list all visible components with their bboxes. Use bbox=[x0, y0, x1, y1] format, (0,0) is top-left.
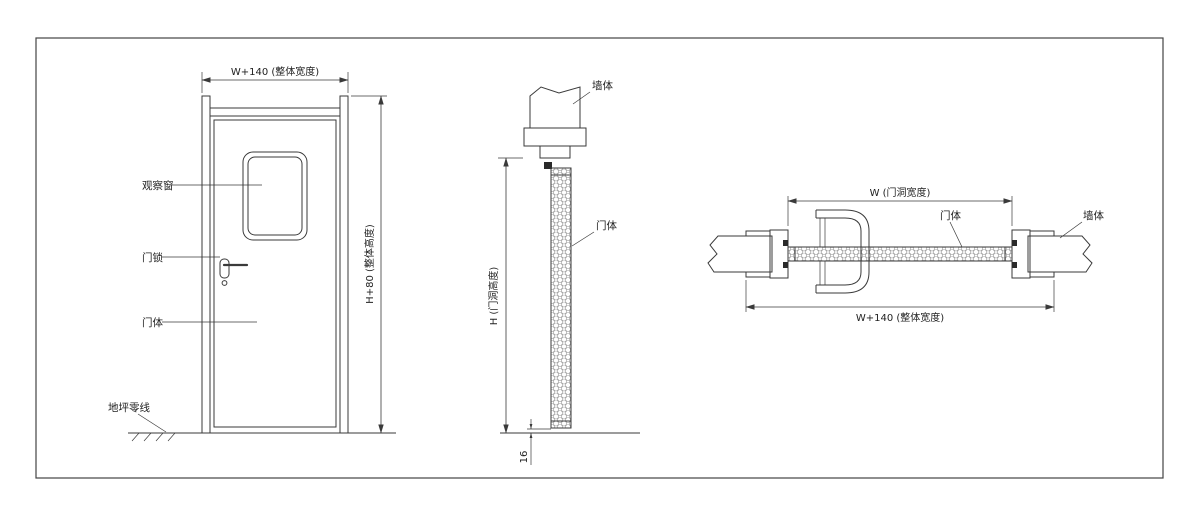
label-wall-section: 墙体 bbox=[592, 79, 613, 92]
dim-label-opening-height: H (门洞高度) bbox=[487, 267, 500, 326]
horizontal-section-view: 门体 墙体 W (门洞宽度) W+140 (整体宽度) bbox=[707, 186, 1105, 324]
door-panel-section bbox=[550, 167, 572, 429]
label-door-body-section: 门体 bbox=[596, 219, 617, 232]
door-panel-plan bbox=[787, 246, 1013, 262]
callout-door-body: 门体 bbox=[142, 316, 257, 329]
frame-head-section bbox=[523, 127, 587, 169]
label-door-body-plan: 门体 bbox=[940, 209, 961, 222]
dim-label-opening-width: W (门洞宽度) bbox=[870, 186, 931, 199]
label-door-lock: 门锁 bbox=[142, 251, 163, 264]
door-leaf bbox=[213, 119, 337, 428]
dimension-overall-width: W+140 (整体宽度) bbox=[201, 65, 349, 93]
observation-window bbox=[242, 151, 308, 241]
dimension-opening-width: W (门洞宽度) bbox=[787, 186, 1013, 226]
callout-wall-plan: 墙体 bbox=[1059, 209, 1105, 239]
front-elevation-view: W+140 (整体宽度) H+80 (整体高度) 观察窗 门锁 门体 地坪零线 bbox=[108, 65, 396, 442]
door-pull-handle bbox=[815, 209, 870, 294]
callout-door-body-plan: 门体 bbox=[940, 209, 963, 248]
dimension-overall-width-plan: W+140 (整体宽度) bbox=[745, 280, 1055, 324]
callout-door-lock: 门锁 bbox=[142, 251, 220, 264]
label-wall-plan: 墙体 bbox=[1083, 209, 1105, 222]
callout-door-body-section: 门体 bbox=[571, 219, 617, 247]
dim-label-bottom-gap: 16 bbox=[519, 451, 530, 464]
callout-floor-zero-line: 地坪零线 bbox=[108, 401, 167, 433]
label-floor-zero-line: 地坪零线 bbox=[108, 401, 150, 414]
label-door-body: 门体 bbox=[142, 316, 163, 329]
dimension-opening-height: H (门洞高度) bbox=[487, 157, 523, 434]
dimension-bottom-gap: 16 bbox=[519, 419, 551, 465]
dim-label-overall-height: H+80 (整体高度) bbox=[363, 224, 376, 304]
label-observation-window: 观察窗 bbox=[142, 179, 174, 192]
callout-observation-window: 观察窗 bbox=[142, 179, 262, 192]
dimension-overall-height: H+80 (整体高度) bbox=[351, 95, 387, 434]
dim-label-overall-width: W+140 (整体宽度) bbox=[231, 65, 319, 78]
vertical-section-view: 墙体 门体 H (门洞高度) 16 bbox=[487, 79, 640, 465]
door-lock-handle bbox=[219, 258, 249, 286]
dim-label-overall-width-plan: W+140 (整体宽度) bbox=[856, 311, 944, 324]
callout-wall-section: 墙体 bbox=[572, 79, 613, 105]
